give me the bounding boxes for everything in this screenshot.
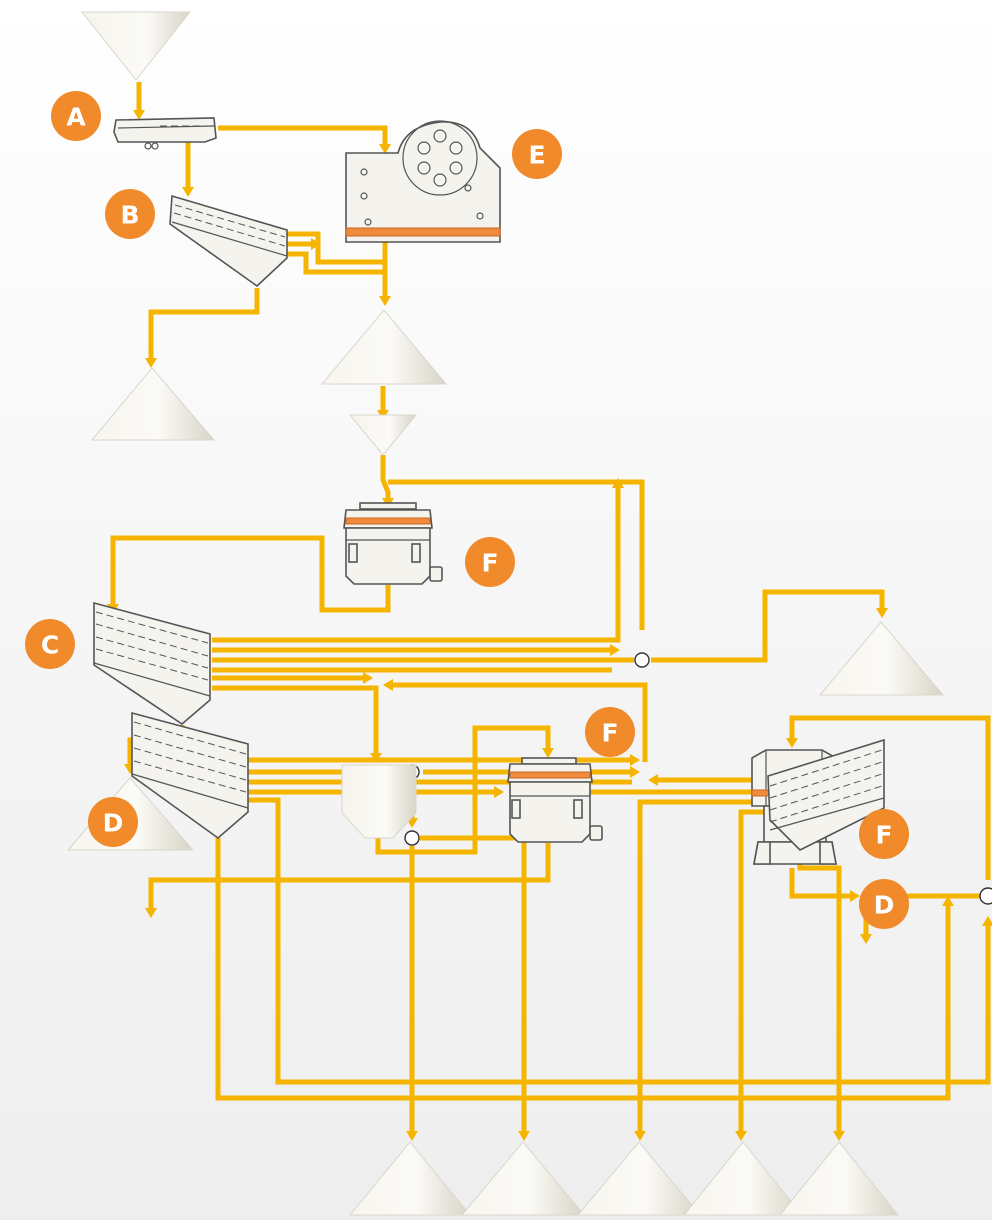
vibrating-feeder [113, 117, 217, 150]
stockpile-product-1 [348, 1141, 472, 1216]
badge-screen-d-left: D [88, 797, 138, 847]
stockpile-screen-c [818, 621, 945, 696]
svg-text:B: B [120, 201, 139, 230]
cone-crusher-2 [507, 757, 603, 843]
badge-screen-d-right: D [859, 879, 909, 929]
stockpile-product-2 [460, 1141, 586, 1216]
svg-text:F: F [481, 549, 498, 578]
jaw-crusher [345, 120, 501, 243]
badge-cone-crusher-1: F [465, 537, 515, 587]
screen-d-left [131, 711, 249, 840]
stockpile-product-5 [778, 1141, 900, 1216]
stockpile-product-4 [682, 1141, 804, 1216]
badge-screen-c: C [25, 619, 75, 669]
screen-d-right [767, 738, 885, 851]
badge-scalper: B [105, 189, 155, 239]
stockpile-primary [320, 309, 448, 385]
equipment-labels: A B E F C F F D [25, 91, 909, 929]
badge-cone-crusher-2: F [585, 707, 635, 757]
storage-bin [341, 764, 417, 839]
svg-text:F: F [601, 719, 618, 748]
stockpile-scalper-fines [90, 367, 216, 441]
badge-jaw-crusher: E [512, 129, 562, 179]
svg-text:A: A [66, 103, 86, 132]
scalping-screen [169, 194, 288, 288]
svg-text:C: C [41, 631, 59, 660]
screen-c [93, 601, 211, 726]
flow-lines [110, 82, 991, 1135]
feed-hopper [80, 11, 192, 81]
svg-text:E: E [528, 141, 545, 170]
stockpile-product-3 [576, 1141, 702, 1216]
svg-text:F: F [875, 821, 892, 850]
svg-text:D: D [874, 891, 895, 920]
flow-arrows [107, 110, 992, 1141]
badge-feeder: A [51, 91, 101, 141]
badge-vsi-crusher: F [859, 809, 909, 859]
cone-crusher-1 [343, 502, 443, 585]
svg-text:D: D [103, 809, 124, 838]
surge-hopper [348, 414, 418, 456]
